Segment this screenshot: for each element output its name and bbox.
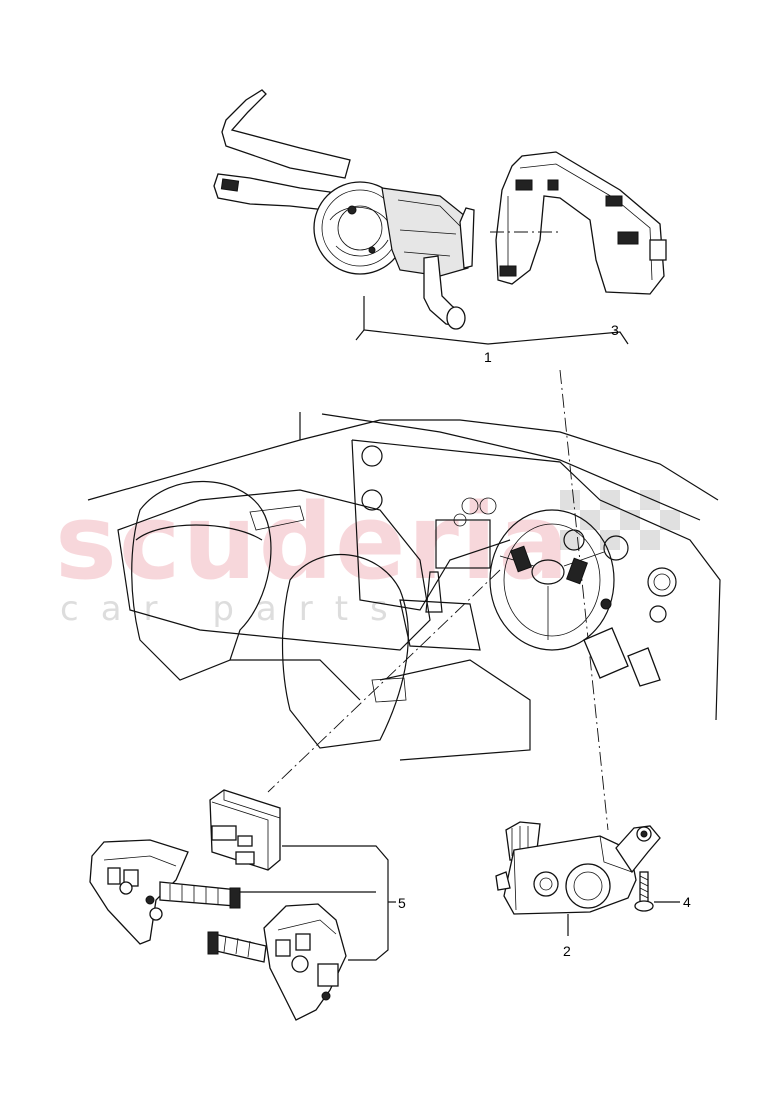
bracket-module-icon[interactable] [495,151,667,295]
knob-module-icon[interactable] [495,821,661,915]
watermark-brand: scuderia [55,481,571,603]
callout-5: 5 [398,895,406,911]
watermark-sub: car parts [60,589,410,629]
watermark: scuderia car parts [55,481,680,629]
vehicle-interior-outline [87,412,721,761]
callout-3: 3 [611,322,619,338]
wheel-buttons-icon[interactable] [89,789,347,1021]
callout-1: 1 [484,349,492,365]
screw-icon[interactable] [634,871,654,912]
callout-bracket-5 [282,845,389,961]
callout-bracket-1 [363,296,629,345]
callout-4: 4 [683,894,691,910]
stalk-switch-icon[interactable] [213,89,475,330]
callout-2: 2 [563,943,571,959]
